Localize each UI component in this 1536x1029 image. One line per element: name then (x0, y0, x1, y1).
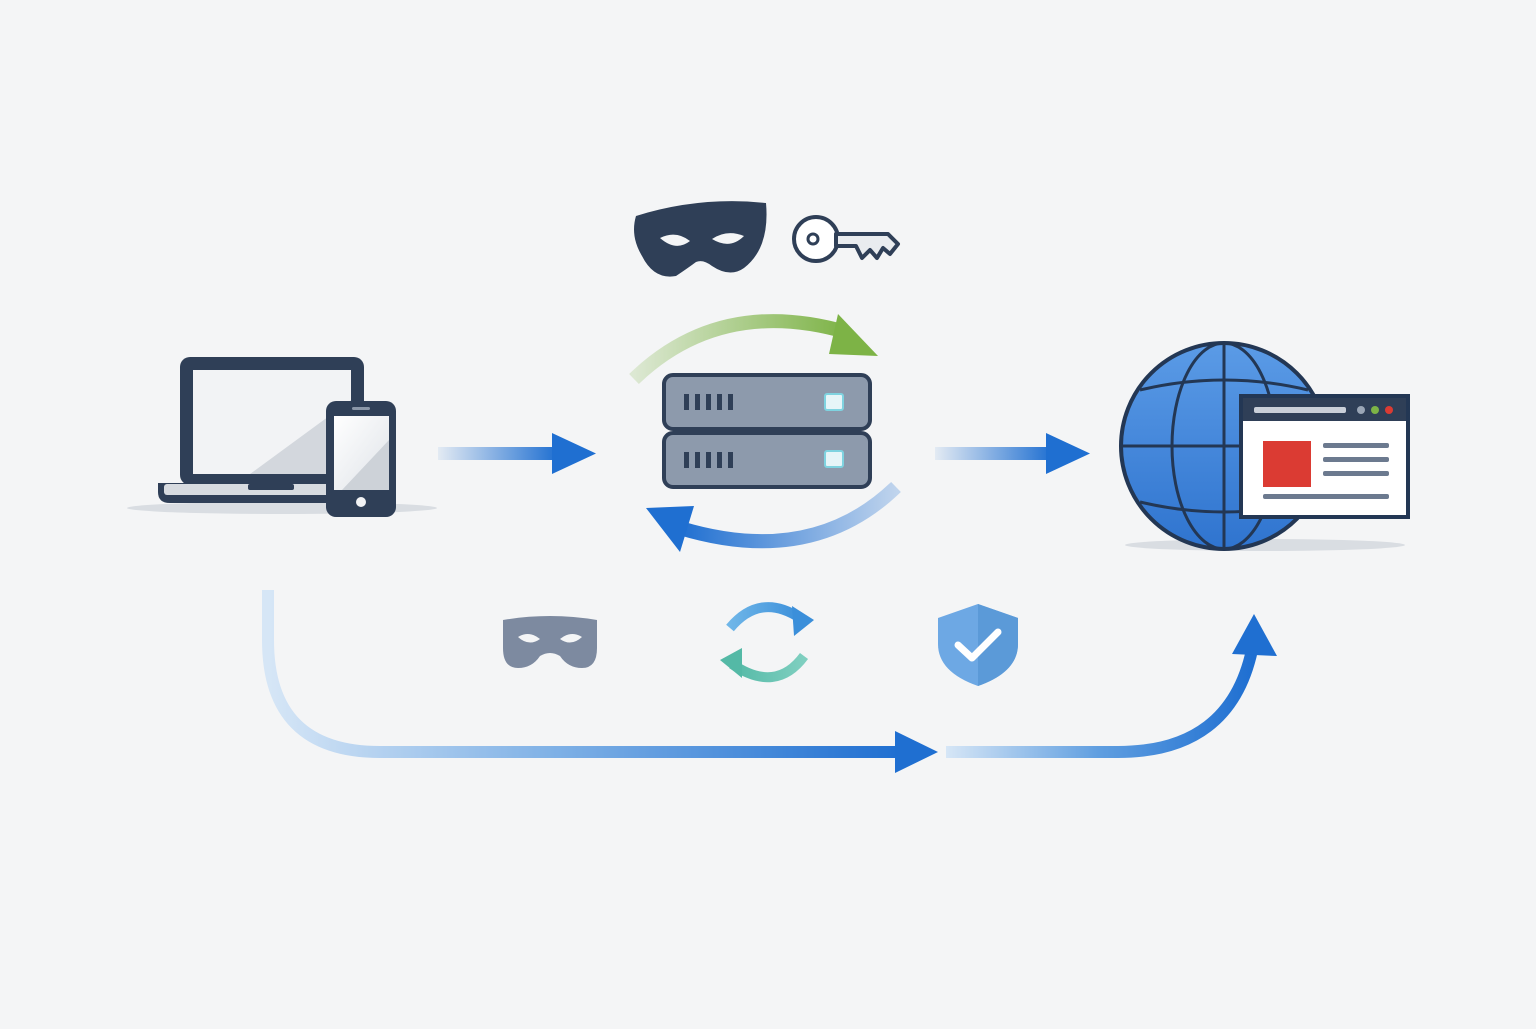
shield-check-icon (938, 604, 1018, 686)
smartphone-icon (326, 401, 396, 517)
mask-icon (634, 201, 767, 277)
server-rack-icon (662, 373, 872, 489)
arrow-bottom-route (262, 590, 1277, 773)
refresh-icon (720, 602, 814, 683)
server-unit-top (662, 373, 872, 431)
laptop-icon (158, 357, 380, 503)
internet-website (1119, 341, 1410, 551)
client-devices (127, 357, 437, 517)
mask-icon (503, 616, 597, 668)
server-unit-bottom (662, 431, 872, 489)
arrow-client-to-server (438, 433, 596, 474)
cycle-arrow-blue-icon (646, 481, 901, 552)
key-icon (792, 215, 900, 263)
browser-window-icon (1239, 394, 1410, 519)
arrow-server-to-internet (935, 433, 1090, 474)
cycle-arrow-green-icon (629, 314, 878, 385)
